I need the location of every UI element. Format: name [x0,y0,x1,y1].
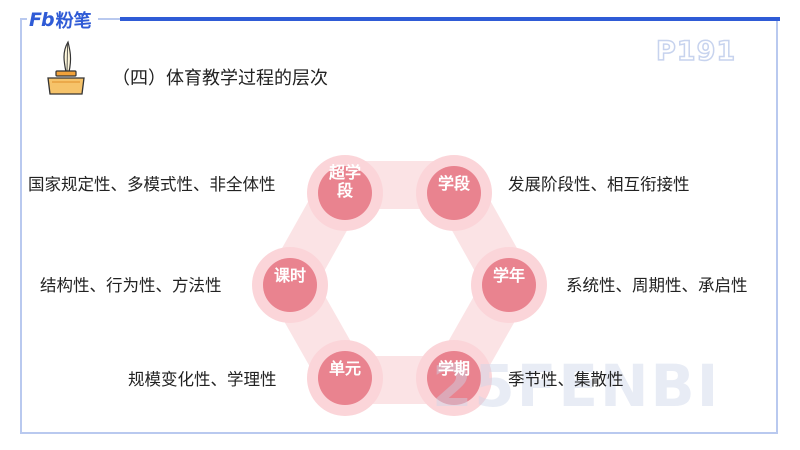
node-keshi-label: 课时 [273,266,306,285]
desc-danyuan: 规模变化性、学理性 [128,370,277,389]
desc-xueduan: 发展阶段性、相互衔接性 [508,175,690,194]
watermark: 25FENBI [432,352,721,420]
brand-mark: Fb [29,9,55,31]
node-xueqi-label: 学期 [437,359,470,378]
desc-xueqi: 季节性、集散性 [508,370,624,389]
node-chao-label: 超学段 [328,163,361,200]
node-chao-circle [307,155,383,231]
inkwell-quill-icon [47,40,85,95]
node-xueduan-circle [416,155,492,231]
section-heading: （四）体育教学过程的层次 [112,68,328,89]
page-number: P191 [655,35,737,68]
desc-xuenian: 系统性、周期性、承启性 [566,276,748,295]
node-xueqi-circle [416,340,492,416]
node-keshi-circle [252,247,328,323]
brand-logo: Fb 粉笔 [27,8,98,32]
node-danyuan-label: 单元 [328,359,361,378]
desc-chao: 国家规定性、多模式性、非全体性 [28,175,276,194]
node-xuenian-label: 学年 [492,266,525,285]
node-xuenian-circle [471,247,547,323]
node-xueduan-label: 学段 [437,174,470,193]
top-accent-bar [120,17,780,21]
desc-keshi: 结构性、行为性、方法性 [40,276,222,295]
brand-name: 粉笔 [55,11,92,32]
node-danyuan-circle [307,340,383,416]
